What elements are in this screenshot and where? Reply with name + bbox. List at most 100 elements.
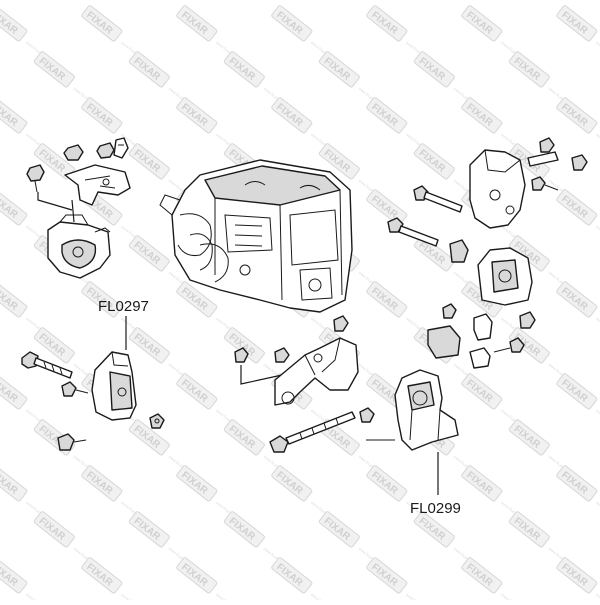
part-label-fl0299: FL0299 (410, 500, 461, 517)
nut-icon (519, 311, 536, 329)
svg-text:www.fixar.eu: www.fixar.eu (405, 592, 426, 600)
svg-text:www.fixar.eu: www.fixar.eu (500, 592, 521, 600)
svg-text:www.fixar.eu: www.fixar.eu (215, 592, 236, 600)
svg-text:www.fixar.eu: www.fixar.eu (595, 500, 600, 518)
hex-nut-icon (63, 144, 84, 161)
leader-line (37, 192, 73, 211)
svg-text:www.fixar.eu: www.fixar.eu (595, 40, 600, 58)
svg-text:www.fixar.eu: www.fixar.eu (595, 132, 600, 150)
upper-right-bracket (469, 149, 526, 229)
part-label-fl0297: FL0297 (98, 298, 149, 315)
long-bolt-icon (387, 217, 439, 247)
long-bolt-icon (413, 185, 463, 213)
bolt-icon (234, 347, 249, 363)
long-bolt-icon (269, 411, 356, 453)
bolt-icon (57, 433, 87, 451)
bolt-icon (442, 303, 457, 319)
bushing-icon (473, 313, 493, 341)
bolt-icon (21, 351, 73, 379)
svg-text:www.fixar.eu: www.fixar.eu (595, 224, 600, 242)
svg-text:www.fixar.eu: www.fixar.eu (595, 316, 600, 334)
sensor-icon (113, 137, 129, 159)
nut-icon (149, 413, 165, 429)
bolt-icon (531, 176, 559, 191)
svg-text:www.fixar.eu: www.fixar.eu (310, 592, 331, 600)
nut-icon (333, 315, 349, 332)
mount-block-icon (469, 347, 491, 369)
mount-block-icon (427, 325, 461, 359)
stud-line (71, 199, 75, 223)
nut-icon (274, 347, 290, 363)
bolt-icon (571, 154, 588, 171)
bolt-icon (493, 337, 525, 353)
left-engine-mount (47, 214, 111, 279)
svg-text:www.fixar.eu: www.fixar.eu (25, 592, 46, 600)
bolt-icon (539, 137, 555, 153)
fl0299-engine-mount (366, 369, 459, 451)
bolt-icon (359, 407, 375, 423)
fl0297-engine-mount (91, 351, 137, 421)
svg-text:www.fixar.eu: www.fixar.eu (595, 592, 600, 600)
center-torque-bracket (274, 337, 359, 406)
svg-text:www.fixar.eu: www.fixar.eu (595, 408, 600, 426)
hex-bolt-icon (96, 142, 115, 159)
svg-text:www.fixar.eu: www.fixar.eu (120, 592, 141, 600)
engine-block-illustration (159, 159, 353, 313)
leader-line (240, 365, 283, 385)
bushing-icon (449, 239, 469, 263)
bolt-icon (61, 381, 89, 397)
right-engine-mount (477, 247, 533, 306)
strap-bracket (527, 151, 559, 167)
upper-left-bracket (64, 164, 131, 206)
hex-bolt-icon (26, 164, 45, 193)
